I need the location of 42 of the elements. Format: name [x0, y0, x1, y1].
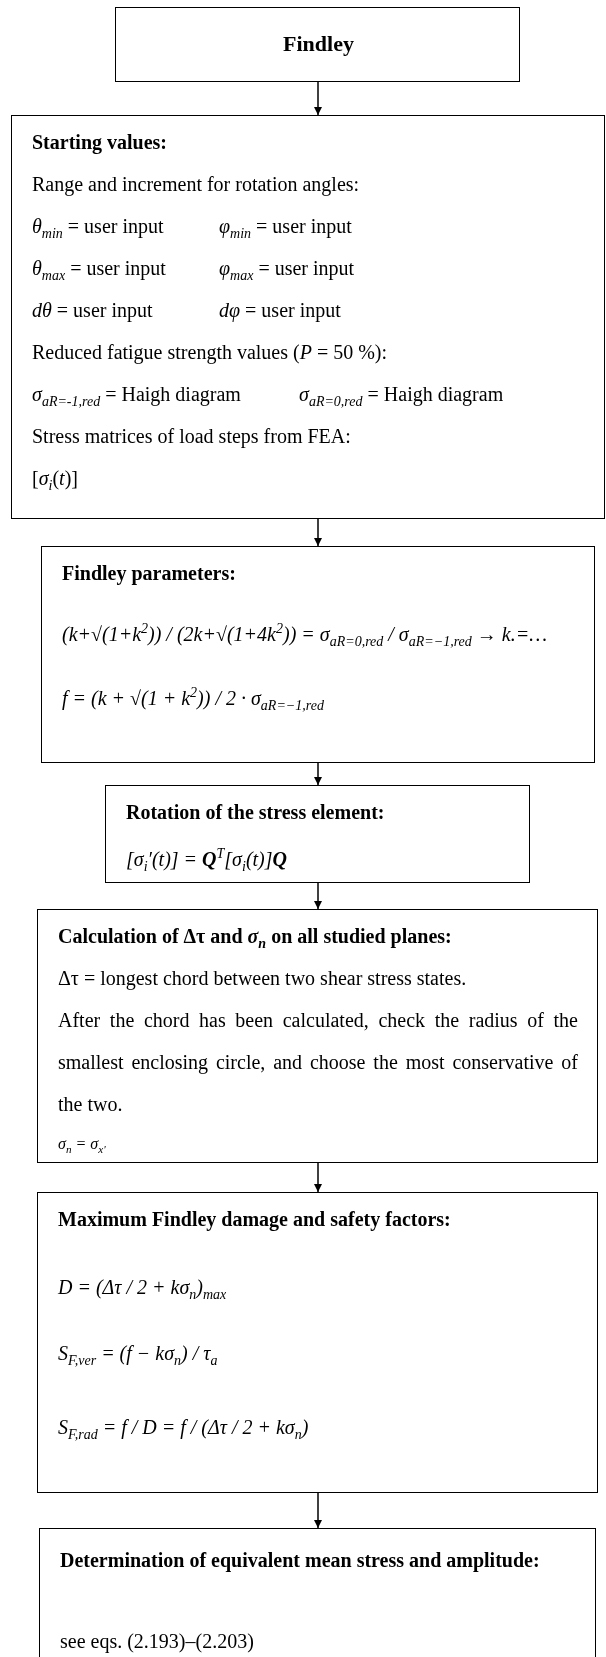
process-box	[11, 115, 605, 519]
step-heading: Starting values:	[32, 130, 167, 154]
step-heading: Rotation of the stress element:	[126, 800, 385, 824]
step-text: see eqs. (2.193)–(2.203)	[60, 1629, 254, 1653]
arrow	[314, 518, 322, 547]
title-text: Findley	[282, 32, 355, 56]
step-text: Stress matrices of load steps from FEA:	[32, 424, 351, 448]
step-text: Δτ = longest chord between two shear stress states.	[58, 966, 467, 990]
step-text: φ$_{max}$ = user input	[219, 256, 355, 285]
step-text: σ$_{aR=0,red}$ = Haigh diagram	[299, 382, 504, 411]
arrow	[314, 762, 322, 786]
step-text: σ$_{aR=-1,red}$ = Haigh diagram	[32, 382, 241, 411]
step-text: Reduced fatigue strength values (P = 50 %):	[32, 340, 388, 364]
step-heading: Calculation of Δτ and σ$_{n}$ on all studied planes:	[58, 924, 452, 953]
arrow	[314, 882, 322, 910]
step-text: [σ$_{i}$(t)]	[32, 466, 78, 495]
step-text: Range and increment for rotation angles:	[32, 172, 360, 196]
step-text: θ$_{min}$ = user input	[32, 214, 164, 243]
step-description: After the chord has been calculated, check the radius of the smallest enclosing circle, and choose the most conservative of the two.	[58, 1008, 578, 1117]
formula-text: f = (k + √(1 + k$^{2}$)) / 2 · σ$_{aR=−1,red}$	[62, 684, 324, 715]
step-text: dφ = user input	[219, 298, 341, 322]
step-heading: Findley parameters:	[62, 561, 236, 585]
process-box	[41, 546, 595, 763]
formula-text: D = (Δτ / 2 + kσ$_{n}$)$_{max}$	[58, 1275, 227, 1304]
arrow	[314, 1162, 322, 1193]
formula-text: S$_{F,rad}$ = f / D = f / (Δτ / 2 + kσ$_{n}$)	[58, 1415, 309, 1444]
process-box	[39, 1528, 596, 1657]
formula-text: σ$_{n}$ = σ$_{x'}$	[58, 1134, 106, 1158]
formula-text: S$_{F,ver}$ = (f − kσ$_{n}$) / τ$_{a}$	[58, 1341, 218, 1370]
arrow	[314, 1492, 322, 1529]
step-heading: Determination of equivalent mean stress and amplitude:	[60, 1548, 541, 1574]
step-text: θ$_{max}$ = user input	[32, 256, 166, 285]
formula-text: [σ$_{i}$′(t)] = Q$^{T}$[σ$_{i}$(t)]Q	[126, 845, 287, 876]
process-box	[105, 785, 530, 883]
process-box	[115, 7, 520, 82]
arrow	[314, 81, 322, 116]
formula-text: (k+√(1+k$^{2}$)) / (2k+√(1+4k$^{2}$)) = σ$_{aR=0,red}$ / σ$_{aR=−1,red}$ → k.=…	[62, 620, 547, 651]
process-box	[37, 909, 598, 1163]
step-text: dθ = user input	[32, 298, 153, 322]
step-heading: Maximum Findley damage and safety factors:	[58, 1207, 451, 1231]
step-text: φ$_{min}$ = user input	[219, 214, 352, 243]
process-box	[37, 1192, 598, 1493]
